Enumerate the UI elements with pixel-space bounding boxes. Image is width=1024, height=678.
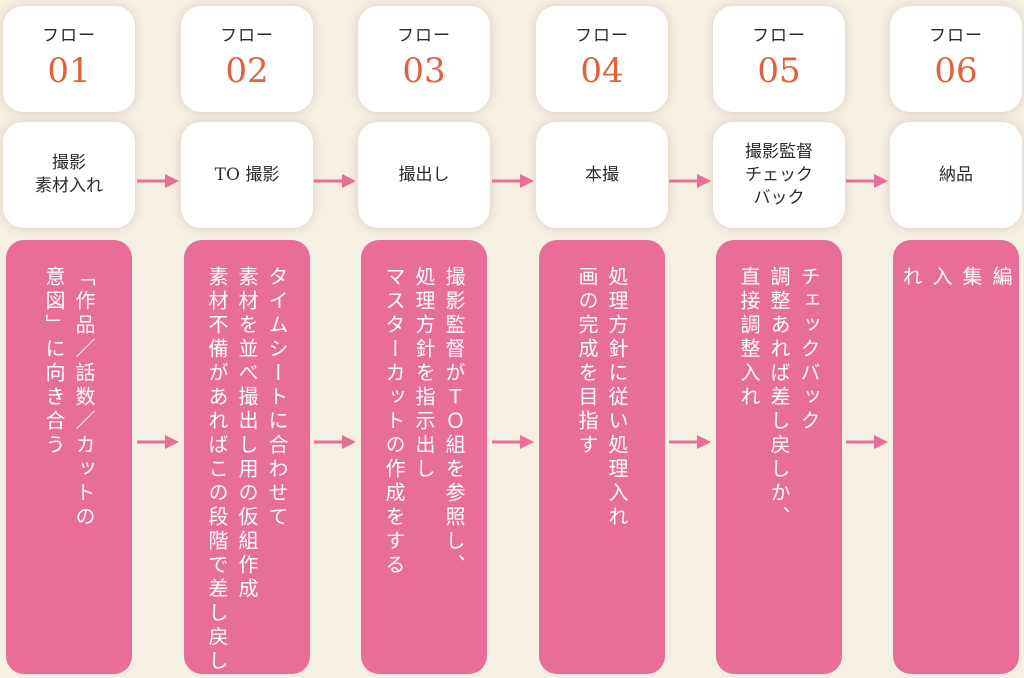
step-number: 01: [47, 51, 91, 91]
step-description: チェックバック 調整あれば差し戻しか、 直接調整入れ: [737, 266, 821, 530]
arrow-right-icon: [846, 435, 888, 449]
step-description-panel: 処理方針に従い処理入れ 画の完成を目指す: [539, 240, 665, 674]
step-title-card: 納品: [890, 122, 1022, 228]
step-description: 処理方針に従い処理入れ 画の完成を目指す: [575, 266, 629, 530]
step-title-card: TO 撮影: [181, 122, 313, 228]
step-title: 本撮: [585, 164, 619, 185]
step-title: 撮出し: [398, 164, 450, 185]
step-title-card: 撮影監督 チェック バック: [713, 122, 845, 228]
flow-label: フロー: [220, 26, 274, 46]
arrow-right-icon: [314, 174, 356, 188]
step-description-panel: 編 集 入 れ: [893, 240, 1019, 674]
step-title: TO 撮影: [214, 164, 280, 185]
step-number-card: フロー 01: [3, 6, 135, 112]
step-title: 撮影監督 チェック バック: [745, 141, 813, 208]
step-number: 04: [580, 51, 624, 91]
flow-label: フロー: [42, 26, 96, 46]
step-number: 06: [934, 51, 978, 91]
step-title-card: 撮影 素材入れ: [3, 122, 135, 228]
arrow-right-icon: [137, 174, 179, 188]
step-number-card: フロー 02: [181, 6, 313, 112]
arrow-right-icon: [846, 174, 888, 188]
step-title: 撮影 素材入れ: [35, 153, 103, 196]
arrow-right-icon: [492, 174, 534, 188]
step-title: 納品: [939, 164, 973, 185]
flow-label: フロー: [397, 26, 451, 46]
step-title-card: 本撮: [536, 122, 668, 228]
flow-label: フロー: [575, 26, 629, 46]
arrow-right-icon: [314, 435, 356, 449]
step-description: 編 集 入 れ: [899, 266, 1013, 290]
step-number-card: フロー 06: [890, 6, 1022, 112]
step-description: 「作品／話数／カットの 意図」に向き合う: [42, 266, 96, 530]
arrow-right-icon: [669, 174, 711, 188]
step-number-card: フロー 05: [713, 6, 845, 112]
step-description-panel: チェックバック 調整あれば差し戻しか、 直接調整入れ: [716, 240, 842, 674]
step-number: 05: [757, 51, 801, 91]
step-description: 撮影監督がＴＯ組を参照し、 処理方針を指示出し マスターカットの作成をする: [382, 266, 466, 578]
step-description: タイムシートに合わせて 素材を並べ撮出し用の仮組作成 素材不備があればこの段階で…: [205, 266, 289, 674]
step-title-card: 撮出し: [358, 122, 490, 228]
flow-label: フロー: [929, 26, 983, 46]
flow-label: フロー: [752, 26, 806, 46]
step-description-panel: 撮影監督がＴＯ組を参照し、 処理方針を指示出し マスターカットの作成をする: [361, 240, 487, 674]
arrow-right-icon: [492, 435, 534, 449]
step-number-card: フロー 03: [358, 6, 490, 112]
arrow-right-icon: [669, 435, 711, 449]
step-description-panel: 「作品／話数／カットの 意図」に向き合う: [6, 240, 132, 674]
step-number: 03: [402, 51, 446, 91]
arrow-right-icon: [137, 435, 179, 449]
step-number: 02: [225, 51, 269, 91]
step-number-card: フロー 04: [536, 6, 668, 112]
step-description-panel: タイムシートに合わせて 素材を並べ撮出し用の仮組作成 素材不備があればこの段階で…: [184, 240, 310, 674]
